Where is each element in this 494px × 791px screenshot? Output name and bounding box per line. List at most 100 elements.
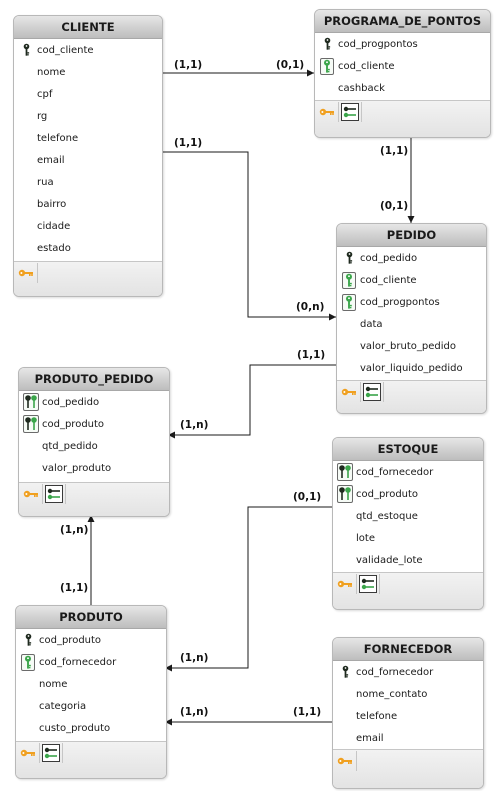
- foreign-key-icon: [340, 293, 358, 311]
- attribute-row[interactable]: valor_produto: [19, 457, 169, 479]
- attribute-row[interactable]: cashback: [315, 77, 490, 99]
- attribute-name: cod_fornecedor: [39, 656, 117, 668]
- attribute-row[interactable]: nome_contato: [333, 683, 483, 705]
- cardinality-label: (0,1): [380, 200, 409, 212]
- attribute-row[interactable]: qtd_pedido: [19, 435, 169, 457]
- attribute-row[interactable]: cod_fornecedor: [16, 651, 166, 673]
- attribute-row[interactable]: cod_cliente: [315, 55, 490, 77]
- primary-key-icon: [318, 37, 336, 51]
- footer-divider: [383, 382, 384, 402]
- foreign-key-icon: [340, 271, 358, 289]
- entity-title: PRODUTO_PEDIDO: [19, 368, 169, 391]
- attribute-row[interactable]: validade_lote: [333, 549, 483, 571]
- attribute-name: cod_cliente: [37, 44, 94, 56]
- attribute-name: cod_pedido: [360, 252, 418, 264]
- attribute-row[interactable]: nome: [14, 61, 162, 83]
- entity-footer: [14, 261, 162, 296]
- attribute-row[interactable]: cod_cliente: [14, 39, 162, 61]
- attribute-row[interactable]: cod_produto: [19, 413, 169, 435]
- entity-title: PRODUTO: [16, 606, 166, 629]
- attribute-name: valor_liquido_pedido: [360, 362, 463, 374]
- cardinality-label: (0,1): [276, 59, 305, 71]
- footer-divider: [42, 484, 43, 504]
- attribute-name: email: [37, 154, 65, 166]
- attribute-row[interactable]: email: [14, 149, 162, 171]
- attribute-row[interactable]: custo_produto: [16, 717, 166, 739]
- attribute-name: cod_pedido: [42, 396, 100, 408]
- cardinality-label: (1,n): [180, 419, 209, 431]
- attribute-row[interactable]: cod_fornecedor: [333, 661, 483, 683]
- attribute-row[interactable]: cod_fornecedor: [333, 461, 483, 483]
- primary-key-icon: [19, 744, 37, 762]
- attribute-row[interactable]: estado: [14, 237, 162, 259]
- attribute-row[interactable]: telefone: [333, 705, 483, 727]
- footer-divider: [356, 574, 357, 594]
- attribute-row[interactable]: cod_produto: [333, 483, 483, 505]
- attribute-name: cod_cliente: [360, 274, 417, 286]
- attribute-name: rg: [37, 110, 48, 122]
- attribute-row[interactable]: cod_progpontos: [337, 291, 486, 313]
- relation-line-estoque-produto[interactable]: [165, 506, 332, 672]
- attribute-name: cod_produto: [356, 488, 419, 500]
- attribute-row[interactable]: data: [337, 313, 486, 335]
- footer-divider: [62, 743, 63, 763]
- attribute-name: telefone: [356, 710, 398, 722]
- foreign-key-icon: [318, 57, 336, 75]
- primary-key-icon: [340, 383, 358, 401]
- attribute-row[interactable]: cod_progpontos: [315, 33, 490, 55]
- attribute-row[interactable]: cod_produto: [16, 629, 166, 651]
- attribute-name: cod_fornecedor: [356, 666, 434, 678]
- entity-footer: [333, 749, 483, 788]
- attribute-row[interactable]: qtd_estoque: [333, 505, 483, 527]
- attribute-name: cod_produto: [42, 418, 105, 430]
- attribute-row[interactable]: nome: [16, 673, 166, 695]
- attribute-name: lote: [356, 532, 375, 544]
- attribute-row[interactable]: categoria: [16, 695, 166, 717]
- attribute-name: bairro: [37, 198, 67, 210]
- attribute-row[interactable]: lote: [333, 527, 483, 549]
- primary-foreign-key-icon: [22, 415, 40, 433]
- foreign-key-icon: [42, 744, 60, 762]
- foreign-key-icon: [341, 103, 359, 121]
- attribute-name: cod_progpontos: [338, 38, 418, 50]
- entity-title: PROGRAMA_DE_PONTOS: [315, 10, 490, 33]
- relation-line-cliente-pedido[interactable]: [161, 151, 336, 321]
- attribute-row[interactable]: telefone: [14, 127, 162, 149]
- attribute-name: cashback: [338, 82, 385, 94]
- entity-title: FORNECEDOR: [333, 638, 483, 661]
- attribute-list: cod_progpontos cod_cliente cashback: [315, 33, 490, 99]
- attribute-row[interactable]: valor_bruto_pedido: [337, 335, 486, 357]
- foreign-key-icon: [363, 383, 381, 401]
- attribute-row[interactable]: valor_liquido_pedido: [337, 357, 486, 379]
- attribute-row[interactable]: cod_cliente: [337, 269, 486, 291]
- relation-line-pedido-produto-pedido[interactable]: [168, 364, 336, 439]
- attribute-name: valor_bruto_pedido: [360, 340, 456, 352]
- attribute-row[interactable]: bairro: [14, 193, 162, 215]
- attribute-row[interactable]: rg: [14, 105, 162, 127]
- entity-footer: [315, 100, 490, 137]
- entity-programa-de-pontos[interactable]: PROGRAMA_DE_PONTOS cod_progpontos cod_cli…: [314, 9, 491, 138]
- footer-divider: [65, 484, 66, 504]
- attribute-row[interactable]: cpf: [14, 83, 162, 105]
- attribute-name: estado: [37, 242, 71, 254]
- attribute-row[interactable]: email: [333, 727, 483, 749]
- cardinality-label: (1,n): [180, 652, 209, 664]
- attribute-row[interactable]: cod_pedido: [337, 247, 486, 269]
- cardinality-label: (0,n): [296, 301, 325, 313]
- footer-divider: [356, 751, 357, 771]
- entity-produto-pedido[interactable]: PRODUTO_PEDIDO cod_pedido cod_produto qtd_…: [18, 367, 170, 517]
- attribute-row[interactable]: cod_pedido: [19, 391, 169, 413]
- primary-key-icon: [22, 485, 40, 503]
- attribute-name: email: [356, 732, 384, 744]
- attribute-row[interactable]: cidade: [14, 215, 162, 237]
- attribute-name: cod_produto: [39, 634, 102, 646]
- cardinality-label: (1,1): [174, 137, 203, 149]
- attribute-row[interactable]: rua: [14, 171, 162, 193]
- foreign-key-icon: [359, 575, 377, 593]
